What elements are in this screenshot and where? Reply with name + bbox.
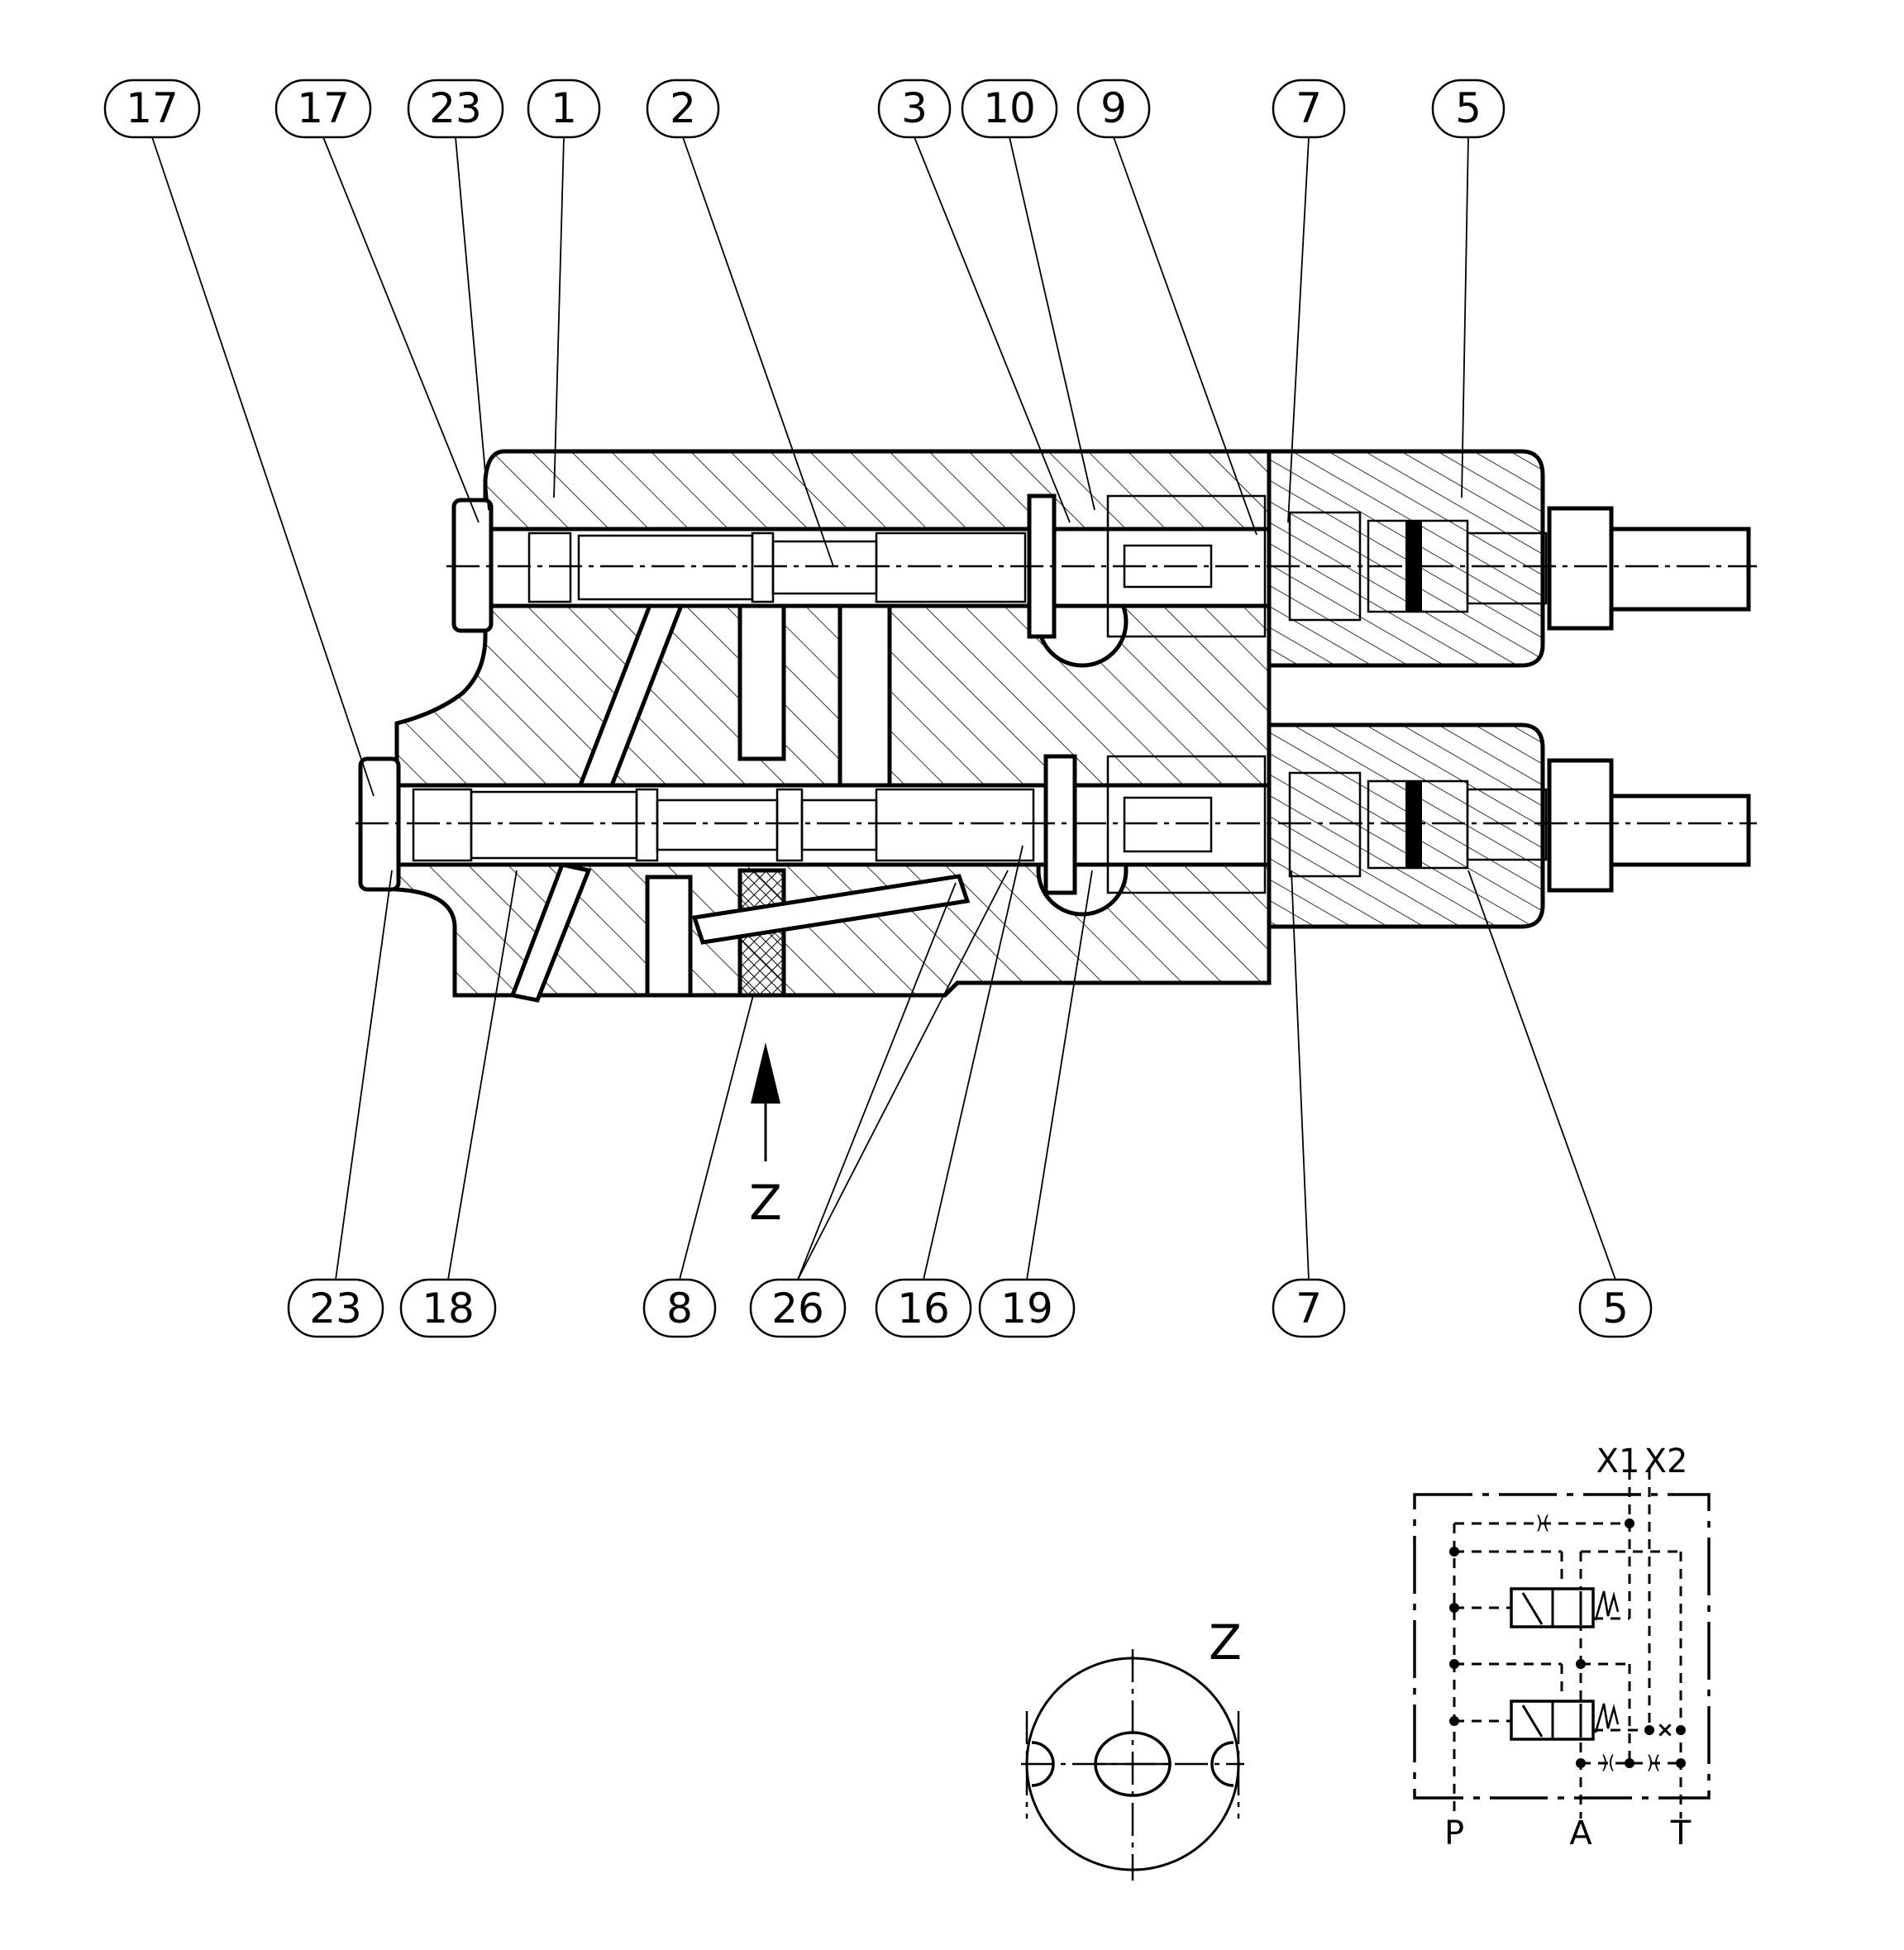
callout-number: 16 — [897, 1285, 950, 1333]
spring-icon — [1594, 1703, 1620, 1733]
callout-number: 2 — [670, 84, 696, 132]
callout-number: 17 — [297, 84, 350, 132]
callout-balloon: 2 — [646, 79, 720, 139]
view-arrow-z: Z — [749, 1042, 782, 1231]
callout-number: 7 — [1296, 84, 1322, 132]
callout-balloon: 7 — [1272, 79, 1346, 139]
callout-number: 23 — [309, 1285, 362, 1333]
vertical-channel — [737, 603, 786, 761]
nozzle-channel-26 — [691, 874, 971, 945]
spring-icon — [1594, 1590, 1620, 1621]
port-label-x2: X2 — [1644, 1442, 1688, 1480]
hydraulic-schematic: × )( )( )( X1 X2 P A T — [1413, 1442, 1711, 1852]
detail-view-z: Z — [1021, 1614, 1244, 1881]
callout-balloon: 8 — [642, 1278, 717, 1338]
callout-balloon: 23 — [407, 79, 504, 139]
lower-spool — [412, 754, 1751, 895]
callout-balloon: 26 — [749, 1278, 847, 1338]
callout-number: 17 — [126, 84, 179, 132]
callout-number: 23 — [429, 84, 482, 132]
callout-balloon: 10 — [961, 79, 1058, 139]
callout-number: 26 — [771, 1285, 824, 1333]
callout-balloon: 18 — [399, 1278, 497, 1338]
callout-number: 3 — [901, 84, 928, 132]
port-label-t: T — [1670, 1814, 1692, 1852]
callout-number: 8 — [666, 1285, 693, 1333]
callout-number: 10 — [983, 84, 1036, 132]
callout-balloon: 5 — [1431, 79, 1506, 139]
orifice-icon: )( — [1646, 1753, 1660, 1774]
port-label-p: P — [1444, 1814, 1464, 1852]
callouts-bottom: 23 18 8 26 16 19 7 5 — [287, 1278, 1653, 1338]
callout-number: 7 — [1296, 1285, 1322, 1333]
callout-number: 5 — [1602, 1285, 1629, 1333]
callout-balloon: 16 — [875, 1278, 972, 1338]
callout-number: 19 — [1000, 1285, 1053, 1333]
view-arrow-label: Z — [749, 1175, 782, 1231]
adjusting-stem-lower — [1609, 794, 1751, 867]
vertical-channel — [837, 594, 892, 799]
callout-number: 9 — [1100, 84, 1127, 132]
orifice-icon: )( — [1601, 1753, 1615, 1774]
orifice-icon: )( — [1535, 1514, 1549, 1534]
leader-lines — [151, 136, 1616, 1280]
callout-balloon: 17 — [103, 79, 201, 139]
callout-balloon: 7 — [1272, 1278, 1346, 1338]
directional-valve-lower — [1510, 1700, 1620, 1741]
callout-balloon: 17 — [274, 79, 372, 139]
callout-balloon: 5 — [1578, 1278, 1653, 1338]
port-label-x1: X1 — [1596, 1442, 1640, 1480]
valve-body — [356, 449, 1757, 1003]
directional-valve-upper — [1510, 1587, 1620, 1628]
callout-balloon: 1 — [527, 79, 601, 139]
detail-view-label: Z — [1209, 1614, 1242, 1671]
arrow-up-icon — [751, 1042, 780, 1104]
hex-nut-upper — [1547, 506, 1614, 631]
junction-dots — [1449, 1519, 1686, 1768]
callout-balloon: 23 — [287, 1278, 384, 1338]
callout-balloon: 9 — [1076, 79, 1151, 139]
hex-nut-lower — [1547, 758, 1614, 893]
callout-balloon: 3 — [877, 79, 952, 139]
adjusting-stem-upper — [1609, 527, 1751, 612]
callout-number: 1 — [551, 84, 577, 132]
port-label-a: A — [1569, 1814, 1592, 1852]
plug-x-icon: × — [1656, 1718, 1674, 1743]
callout-balloon: 19 — [978, 1278, 1076, 1338]
vertical-channel — [645, 875, 693, 998]
upper-spool-2 — [527, 493, 1751, 639]
upper-bore — [489, 527, 1272, 608]
callouts-top: 17 17 23 1 2 3 10 9 7 5 — [103, 79, 1506, 139]
diagonal-channel — [509, 862, 592, 1003]
callout-number: 5 — [1455, 84, 1482, 132]
callout-number: 18 — [422, 1285, 475, 1333]
